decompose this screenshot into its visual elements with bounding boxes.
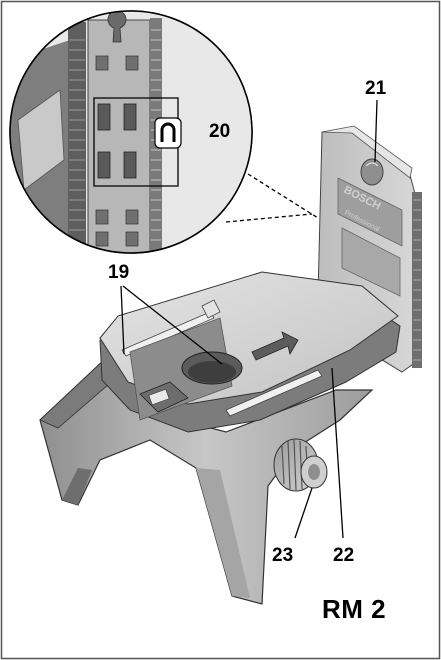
callout-20: 20 (209, 121, 231, 142)
zoom-lines (225, 173, 319, 223)
magnets (97, 103, 137, 179)
model-name: RM 2 (322, 594, 387, 624)
callout-22: 22 (333, 545, 355, 566)
callout-23: 23 (272, 545, 294, 566)
callout-19: 19 (108, 262, 130, 283)
base-housing (39, 359, 374, 605)
detail-magnifier (9, 10, 253, 254)
adjustment-knob (273, 438, 328, 492)
magnet-icon (154, 117, 182, 149)
leader-lines (120, 99, 378, 539)
rotary-plate (99, 271, 401, 433)
callout-21: 21 (365, 78, 387, 99)
